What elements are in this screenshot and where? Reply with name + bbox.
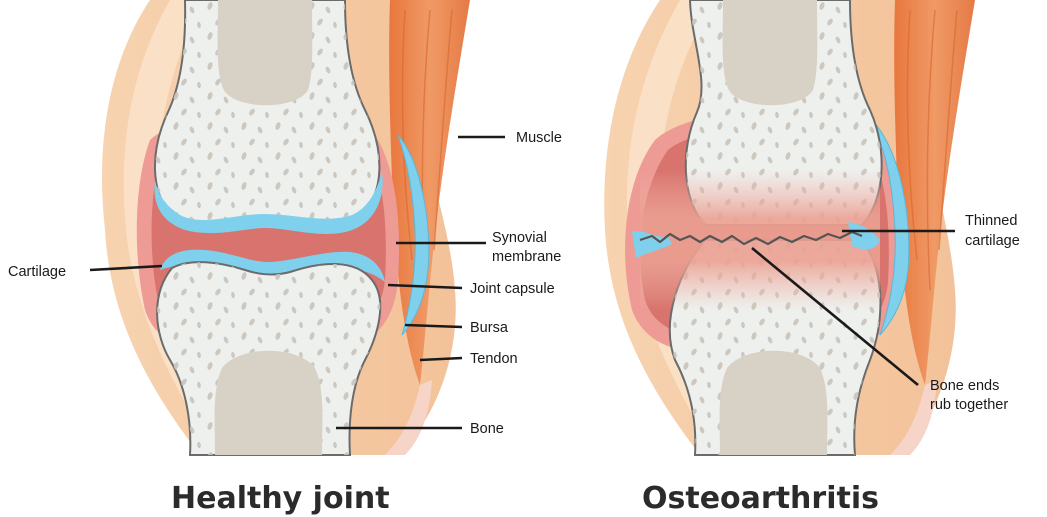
label-thinned-line1: Thinned: [965, 213, 1017, 229]
label-synovial-line1: Synovial: [492, 230, 547, 246]
healthy-joint-illustration: [102, 0, 470, 455]
title-osteoarthritis: Osteoarthritis: [642, 481, 879, 516]
label-bone: Bone: [470, 421, 504, 437]
label-bone-ends-line1: Bone ends: [930, 378, 999, 394]
oa-upper-marrow: [723, 0, 818, 105]
label-bone-ends-line2: rub together: [930, 397, 1008, 413]
title-healthy-joint: Healthy joint: [171, 481, 390, 516]
label-synovial-line2: membrane: [492, 249, 561, 265]
lower-marrow: [215, 351, 323, 455]
label-bursa: Bursa: [470, 320, 509, 336]
upper-marrow: [218, 0, 313, 105]
oa-lower-marrow: [720, 351, 828, 455]
label-joint-capsule: Joint capsule: [470, 281, 555, 297]
label-cartilage: Cartilage: [8, 264, 66, 280]
label-muscle: Muscle: [516, 130, 562, 146]
osteoarthritis-illustration: [604, 0, 975, 455]
label-thinned-line2: cartilage: [965, 233, 1020, 249]
label-tendon: Tendon: [470, 351, 518, 367]
